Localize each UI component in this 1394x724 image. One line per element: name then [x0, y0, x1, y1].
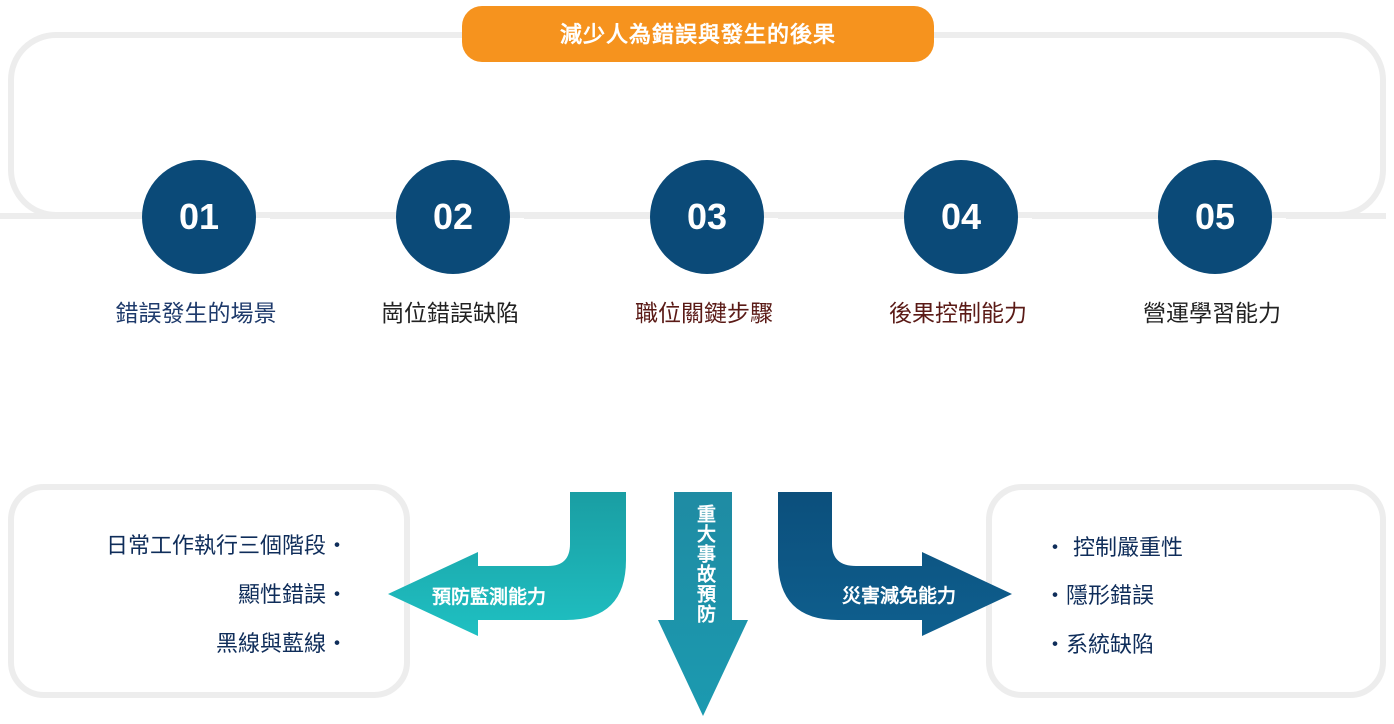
left-panel-item: 顯性錯誤・: [237, 583, 348, 608]
connector: [778, 213, 904, 219]
left-panel-item: 日常工作執行三個階段・: [105, 534, 348, 559]
header-title: 減少人為錯誤與發生的後果: [559, 23, 836, 48]
step-2-label: 崗位錯誤缺陷: [381, 301, 519, 327]
step-4-number: 04: [940, 196, 982, 237]
left-arrow: [388, 492, 626, 636]
right-arrow-label: 災害減免能力: [842, 585, 957, 607]
step-1-label: 錯誤發生的場景: [115, 301, 277, 327]
step-2-circle: 02: [396, 160, 510, 274]
connector: [1286, 213, 1386, 219]
header-banner: 減少人為錯誤與發生的後果: [462, 6, 934, 62]
step-1-number: 01: [178, 196, 220, 237]
left-arrow-label: 預防監測能力: [432, 586, 547, 608]
center-arrow: [658, 492, 748, 716]
step-4-circle: 04: [904, 160, 1018, 274]
right-panel-item: ・隱形錯誤: [1044, 584, 1155, 609]
connector: [0, 213, 142, 219]
step-1-circle: 01: [142, 160, 256, 274]
step-4-label: 後果控制能力: [889, 301, 1027, 327]
step-5-number: 05: [1194, 196, 1236, 237]
step-3-number: 03: [686, 196, 728, 237]
right-arrow: [778, 492, 1012, 636]
right-panel-item: ・ 控制嚴重性: [1044, 536, 1183, 561]
step-3-label: 職位關鍵步驟: [635, 301, 773, 327]
step-5-circle: 05: [1158, 160, 1272, 274]
connector: [270, 213, 396, 219]
right-panel-item: ・系統缺陷: [1044, 633, 1155, 658]
step-2-number: 02: [432, 196, 474, 237]
center-arrow-label: 重大事故預防: [694, 504, 716, 624]
step-5-label: 營運學習能力: [1143, 301, 1281, 327]
step-3-circle: 03: [650, 160, 764, 274]
connector: [524, 213, 650, 219]
left-panel-item: 黑線與藍線・: [215, 632, 348, 657]
connector: [1032, 213, 1158, 219]
